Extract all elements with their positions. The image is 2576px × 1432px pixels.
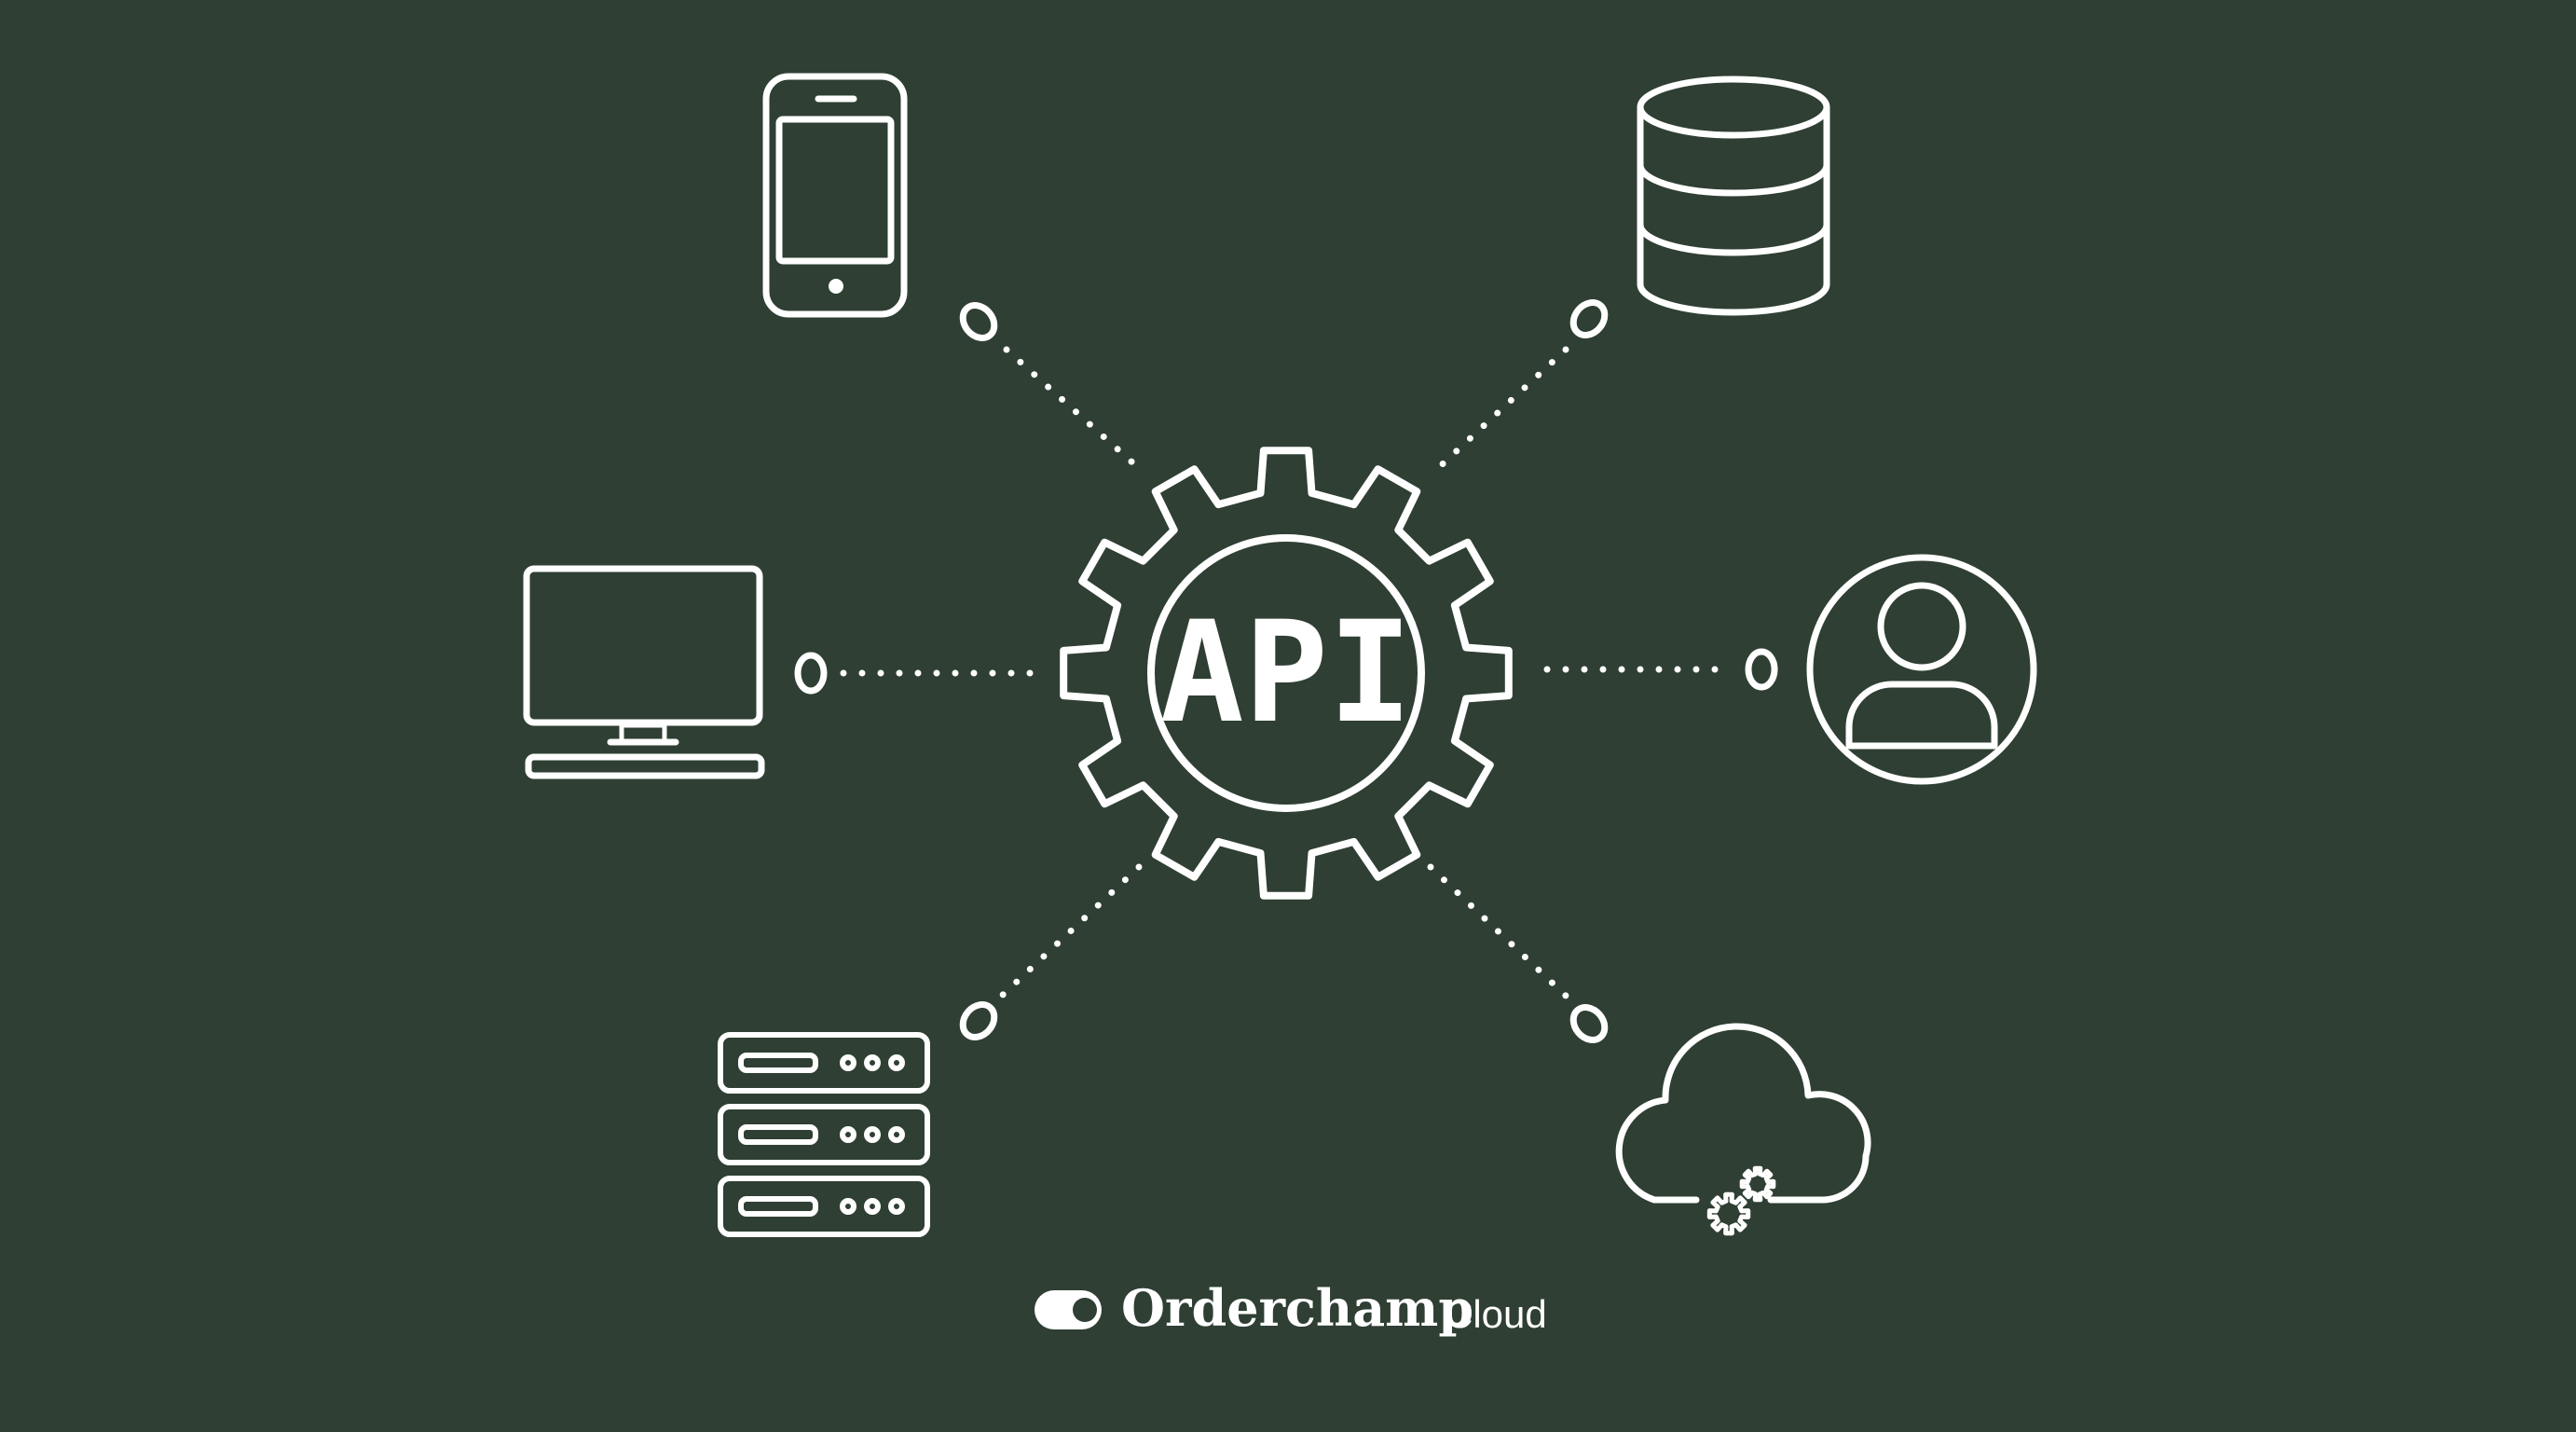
connector-mobile <box>1003 346 1145 475</box>
cloud-settings-icon <box>1615 1023 1871 1236</box>
gear-outline-icon <box>1060 447 1513 900</box>
connectors <box>794 299 1778 1043</box>
connector-cloud <box>1427 863 1569 999</box>
server-rack-icon <box>718 1032 930 1237</box>
connector-end-server <box>959 1001 998 1040</box>
connector-end-user <box>1745 648 1778 691</box>
connector-end-desktop <box>794 652 828 695</box>
footer-brand: Orderchamp Cloud <box>1035 1278 1547 1338</box>
small-cog-icon <box>1706 1191 1751 1236</box>
api-label: API <box>1160 592 1413 754</box>
gear-inner-ring <box>1147 534 1425 812</box>
connector-end-cloud <box>1569 1004 1609 1043</box>
brand-suffix: Cloud <box>1445 1292 1547 1336</box>
connector-end-mobile <box>959 302 998 341</box>
api-gear: API <box>1060 447 1513 900</box>
connector-database <box>1432 346 1569 475</box>
small-cog-icon <box>1739 1165 1776 1203</box>
smartphone-icon <box>762 73 908 318</box>
user-profile-icon <box>1806 554 2037 785</box>
connector-end-database <box>1569 299 1609 338</box>
connector-server <box>998 863 1143 999</box>
desktop-computer-icon <box>523 565 765 779</box>
brand-name: Orderchamp <box>1121 1278 1473 1338</box>
orderchamp-logo-icon <box>1035 1290 1102 1329</box>
database-icon <box>1637 76 1830 316</box>
